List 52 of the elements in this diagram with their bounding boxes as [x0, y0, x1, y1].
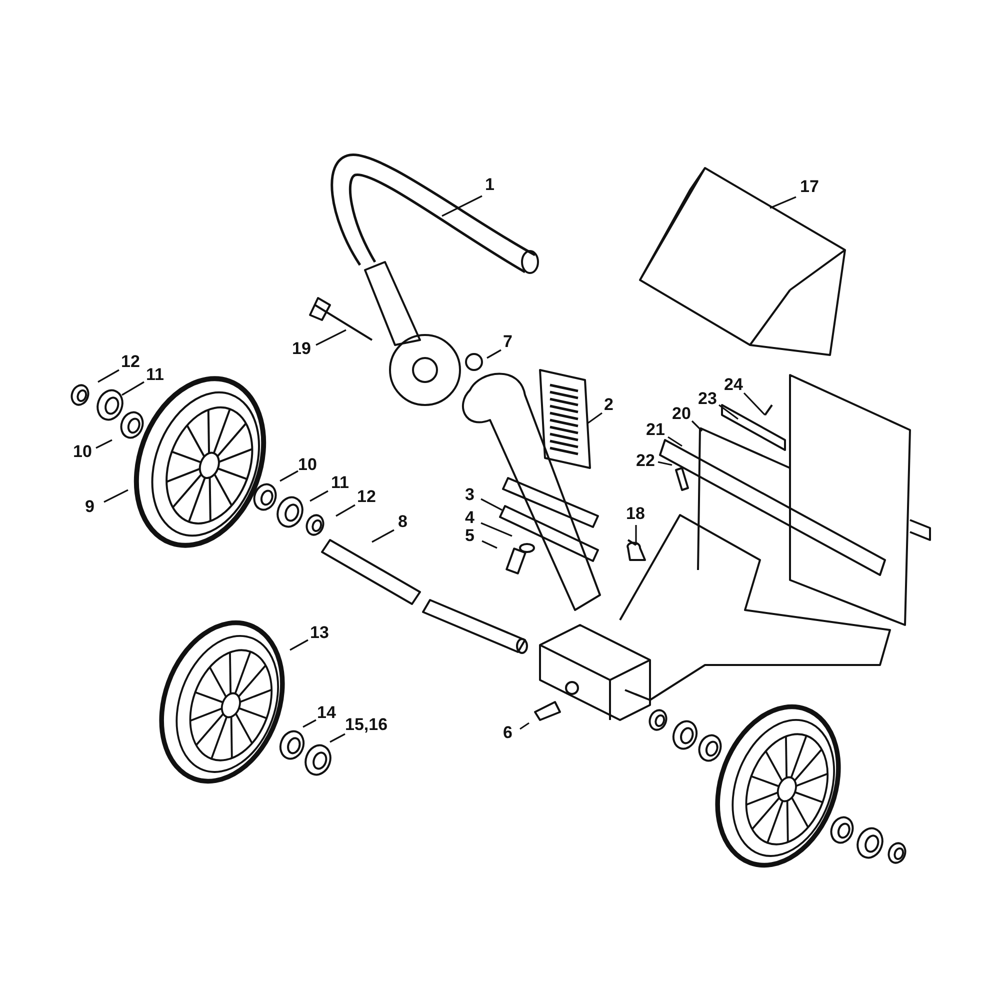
- leader-line: [372, 529, 394, 543]
- leader-line: [668, 436, 682, 447]
- leader-line: [658, 461, 672, 466]
- callout-number: 19: [292, 340, 311, 358]
- leader-line: [480, 498, 502, 511]
- leader-line: [635, 525, 637, 545]
- leader-line: [302, 719, 316, 728]
- leader-line: [770, 196, 796, 209]
- callout-number: 23: [698, 390, 717, 408]
- leader-line: [588, 412, 602, 424]
- leader-line: [310, 490, 328, 502]
- callout-number: 18: [626, 505, 645, 523]
- leader-line: [336, 504, 356, 517]
- callout-number: 8: [398, 513, 408, 531]
- leader-line: [718, 404, 738, 420]
- callout-number: 4: [465, 509, 474, 527]
- callout-number: 7: [503, 333, 512, 351]
- callout-number: 11: [331, 474, 349, 492]
- leader-line: [280, 470, 298, 482]
- callout-number: 22: [636, 452, 655, 470]
- leader-line: [98, 369, 120, 383]
- callout-number: 17: [800, 178, 819, 196]
- leader-line: [482, 540, 498, 549]
- callout-number: 24: [724, 376, 743, 394]
- callout-number: 11: [146, 366, 164, 384]
- callout-number: 13: [310, 624, 329, 642]
- leader-line: [104, 489, 128, 503]
- callout-number: 5: [465, 527, 474, 545]
- callout-number: 2: [604, 396, 614, 414]
- leader-line: [316, 329, 346, 346]
- callout-number: 14: [317, 704, 336, 722]
- callout-number: 12: [357, 488, 376, 506]
- leader-line: [691, 420, 703, 432]
- callout-number: 3: [465, 486, 474, 504]
- callout-number: 9: [85, 498, 94, 516]
- callout-number: 21: [646, 421, 665, 439]
- callout-number: 15,16: [345, 716, 388, 734]
- leader-line: [96, 439, 112, 449]
- leader-line: [486, 349, 502, 359]
- callout-number: 6: [503, 724, 512, 742]
- leader-line: [520, 722, 530, 730]
- leader-line: [480, 522, 512, 537]
- leader-line: [290, 639, 308, 651]
- callout-number: 10: [73, 443, 92, 461]
- leader-line: [743, 392, 766, 416]
- callout-number: 10: [298, 456, 317, 474]
- leader-line: [330, 733, 346, 743]
- leader-line: [442, 195, 482, 217]
- leader-line: [122, 381, 144, 396]
- callout-number: 1: [485, 176, 494, 194]
- callout-number: 12: [121, 353, 140, 371]
- callout-number: 20: [672, 405, 691, 423]
